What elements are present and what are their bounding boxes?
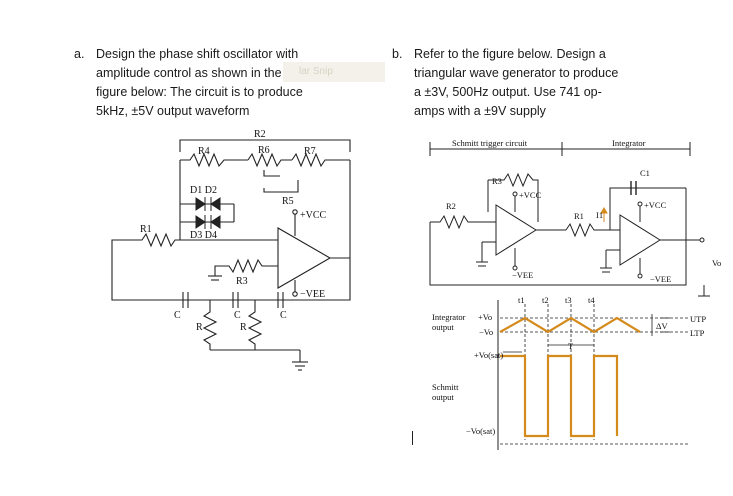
question-b-line-2: triangular wave generator to produce bbox=[414, 66, 619, 80]
question-a-line-3: figure below: The circuit is to produce bbox=[96, 85, 303, 99]
label-neg-vsat: −Vo(sat) bbox=[466, 426, 495, 436]
question-a-line-1: Design the phase shift oscillator with bbox=[96, 47, 299, 61]
label-schmitt-output-1: Schmitt bbox=[432, 382, 459, 392]
label-integrator-output-1: Integrator bbox=[432, 312, 466, 322]
question-b: b. Refer to the figure below. Design a t… bbox=[392, 45, 619, 121]
question-b-line-1: Refer to the figure below. Design a bbox=[414, 47, 606, 61]
question-b-label: b. bbox=[392, 47, 403, 61]
label-c1: C bbox=[174, 310, 181, 321]
label-t2: t2 bbox=[542, 295, 549, 305]
label-period: T bbox=[568, 341, 574, 351]
label-r3: R3 bbox=[236, 276, 248, 287]
label-t1: t1 bbox=[518, 295, 525, 305]
question-a-line-4: 5kHz, ±5V output waveform bbox=[96, 104, 250, 118]
label-delta-v: ΔV bbox=[656, 321, 668, 331]
label-pos-vsat: +Vo(sat) bbox=[474, 350, 503, 360]
label-b-c1: C1 bbox=[640, 168, 650, 178]
question-a-line-2: amplitude control as shown in the bbox=[96, 66, 282, 80]
question-a: a. Design the phase shift oscillator wit… bbox=[74, 45, 303, 121]
label-t3: t3 bbox=[565, 295, 572, 305]
label-b-vee-1: −VEE bbox=[512, 270, 533, 280]
label-pos-vo: +Vo bbox=[478, 312, 492, 322]
label-schmitt-trigger: Schmitt trigger circuit bbox=[452, 138, 528, 148]
label-vee: −VEE bbox=[300, 289, 325, 300]
label-integrator-output-2: output bbox=[432, 322, 454, 332]
label-b-r1: R1 bbox=[574, 211, 584, 221]
label-r5: R5 bbox=[282, 196, 294, 207]
label-r6: R6 bbox=[258, 145, 270, 156]
label-c2: C bbox=[234, 310, 241, 321]
label-b-r3: R3 bbox=[492, 176, 502, 186]
label-d1d2: D1 D2 bbox=[190, 185, 217, 196]
text-cursor bbox=[412, 431, 413, 445]
label-neg-vo: −Vo bbox=[479, 327, 493, 337]
triangle-waveform bbox=[499, 316, 641, 334]
label-r2: R2 bbox=[254, 129, 266, 140]
label-schmitt-output-2: output bbox=[432, 392, 454, 402]
label-b-vcc-1: +VCC bbox=[519, 190, 542, 200]
question-a-label: a. bbox=[74, 47, 85, 61]
question-b-line-3: a ±3V, 500Hz output. Use 741 op- bbox=[414, 85, 602, 99]
label-r7: R7 bbox=[304, 146, 316, 157]
label-integrator: Integrator bbox=[612, 138, 646, 148]
label-b-vee-2: −VEE bbox=[650, 274, 671, 284]
label-r1: R1 bbox=[140, 224, 152, 235]
label-b-i1: I1 bbox=[596, 210, 603, 220]
snip-overlay: lar Snip bbox=[283, 62, 385, 82]
label-utp: UTP bbox=[690, 314, 706, 324]
label-t4: t4 bbox=[588, 295, 595, 305]
label-r4: R4 bbox=[198, 146, 210, 157]
square-waveform bbox=[500, 354, 619, 438]
question-b-line-4: amps with a ±9V supply bbox=[414, 104, 546, 118]
label-ltp: LTP bbox=[690, 328, 705, 338]
label-vcc: +VCC bbox=[300, 210, 327, 221]
label-b-r2: R2 bbox=[446, 201, 456, 211]
label-d3d4: D3 D4 bbox=[190, 230, 217, 241]
label-b-vo: Vo bbox=[712, 258, 721, 268]
label-r-right: R bbox=[240, 322, 247, 333]
label-c3: C bbox=[280, 310, 287, 321]
label-r-left: R bbox=[196, 322, 203, 333]
label-b-vcc-2: +VCC bbox=[644, 200, 667, 210]
